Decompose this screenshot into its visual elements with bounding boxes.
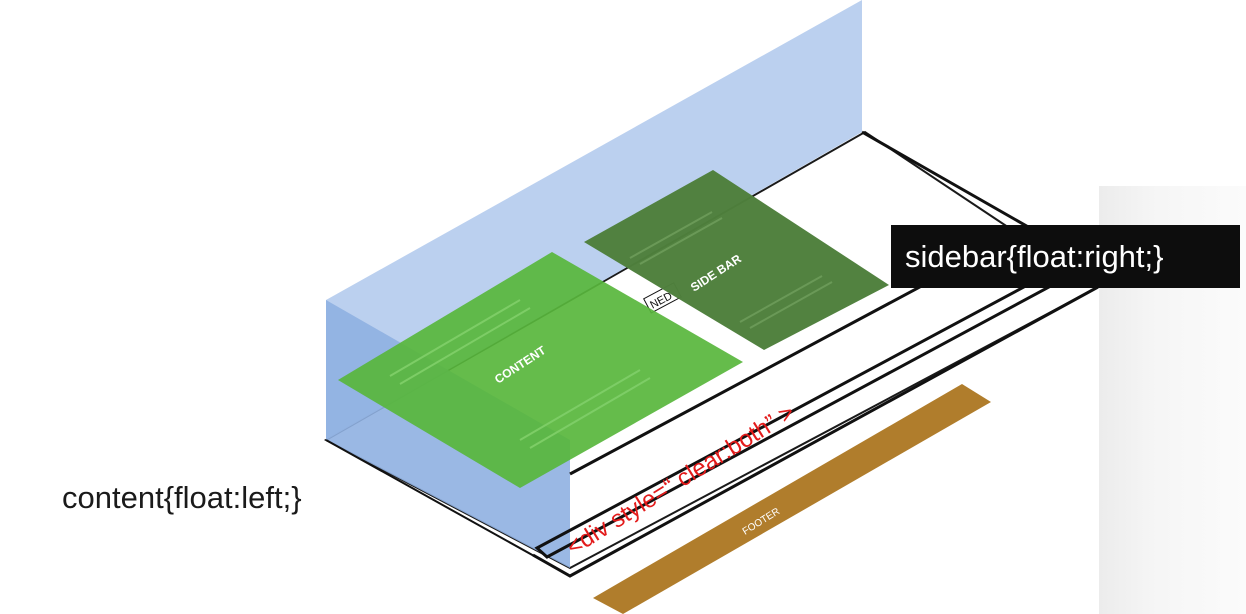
sidebar-panel: [584, 170, 889, 350]
sidebar-float-right-label: sidebar{float:right;}: [891, 225, 1240, 288]
container-edge-left: [325, 439, 571, 577]
sidebar-text-lines: [629, 211, 833, 329]
content-panel: [338, 252, 743, 488]
content-text-lines: [389, 299, 651, 449]
footer-bar: [593, 384, 991, 614]
content-float-left-label: content{float:left;}: [62, 480, 302, 515]
